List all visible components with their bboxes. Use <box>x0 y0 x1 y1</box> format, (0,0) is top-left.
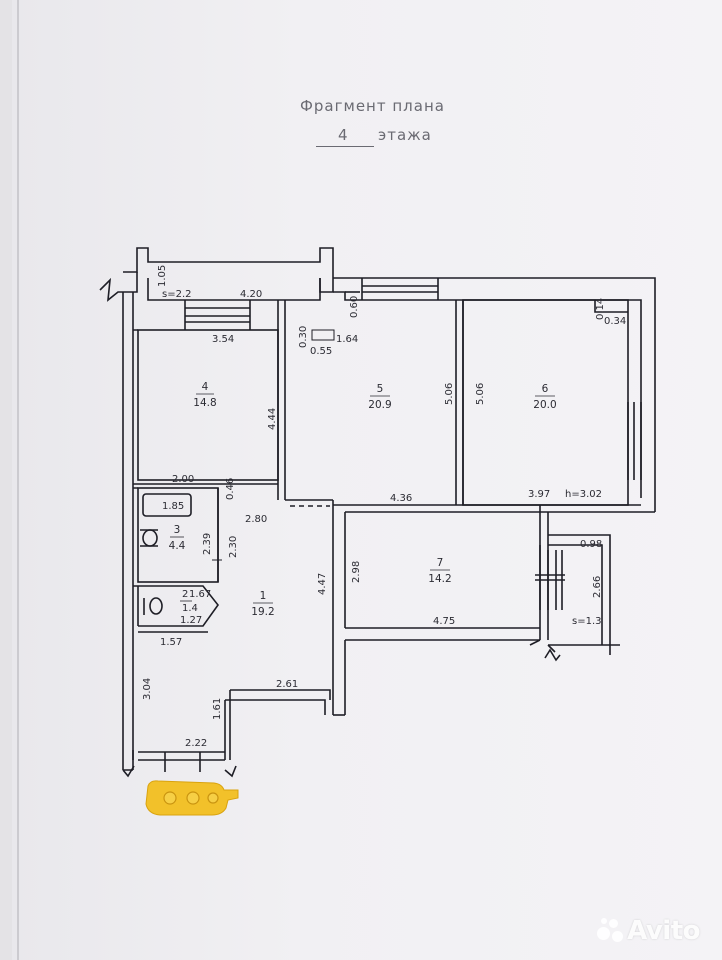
dim-height: h=3.02 <box>565 489 602 500</box>
avito-logo-icon <box>597 917 624 943</box>
dim-wc-127: 1.27 <box>180 615 202 626</box>
room-6-area: 20.0 <box>533 399 556 411</box>
floor-word: этажа <box>378 126 432 144</box>
room-3-no: 3 <box>174 524 181 536</box>
dim-r4-046: 0.46 <box>225 478 236 500</box>
paper-sheet <box>12 0 722 960</box>
room-6-no: 6 <box>542 383 549 395</box>
dim-entry-w: 2.22 <box>185 738 207 749</box>
dim-r6-bottom: 3.97 <box>528 489 550 500</box>
room-labels: 4 14.8 5 20.9 6 20.0 7 14.2 3 4.4 1 19.2… <box>169 381 557 618</box>
dim-balcony-s: s=2.2 <box>162 289 192 300</box>
room-4-no: 4 <box>202 381 209 393</box>
plan-title: Фрагмент плана <box>300 97 445 115</box>
avito-watermark: Avito <box>597 916 700 946</box>
dimension-labels: 1.05 s=2.2 4.20 3.54 4.44 2.00 0.46 0.30… <box>142 265 626 749</box>
dim-hall-447: 4.47 <box>317 573 328 595</box>
floor-underline <box>316 146 374 147</box>
room-4-area: 14.8 <box>193 397 216 409</box>
dim-loggia-w: 0.98 <box>580 539 602 550</box>
dim-r5-side: 5.06 <box>444 383 455 405</box>
dim-balcony-h: 1.05 <box>157 265 168 287</box>
room-7-no: 7 <box>437 557 444 569</box>
dim-r5-055: 0.55 <box>310 346 332 357</box>
room-7-area: 14.2 <box>428 573 451 585</box>
wc-area: 1.4 <box>182 603 198 614</box>
dim-hall-280: 2.80 <box>245 514 267 525</box>
yellow-clip-object <box>145 780 239 816</box>
dim-r4-top: 3.54 <box>212 334 234 345</box>
dim-balcony-w: 4.20 <box>240 289 262 300</box>
dim-r5-164: 1.64 <box>336 334 358 345</box>
dim-hall-161: 1.61 <box>212 698 223 720</box>
dim-r6-side: 5.06 <box>475 383 486 405</box>
dim-bath-239: 2.39 <box>202 533 213 555</box>
r5-niche <box>311 329 335 341</box>
dim-r5-030: 0.30 <box>298 326 309 348</box>
dim-hall-261: 2.61 <box>276 679 298 690</box>
dim-wc-167: 1.67 <box>189 589 211 600</box>
dim-r7-bottom: 4.75 <box>433 616 455 627</box>
room-5-area: 20.9 <box>368 399 391 411</box>
dim-r5-bottom: 4.36 <box>390 493 412 504</box>
room-3-area: 4.4 <box>169 540 186 552</box>
dim-r7-side: 2.98 <box>351 561 362 583</box>
plan-header: Фрагмент плана 4 этажа <box>0 0 722 160</box>
wc-no: 2 <box>182 589 188 600</box>
room-5-no: 5 <box>377 383 384 395</box>
room-1-no: 1 <box>260 590 267 602</box>
dim-hall-304: 3.04 <box>142 678 153 700</box>
dim-r6-014: 0.14 <box>595 298 606 320</box>
dim-r6-034: 0.34 <box>604 316 626 327</box>
dim-hall-230: 2.30 <box>228 536 239 558</box>
walls <box>99 247 656 778</box>
room-1-area: 19.2 <box>251 606 274 618</box>
dim-loggia-s: s=1.3 <box>572 616 602 627</box>
dim-hall-157: 1.57 <box>160 637 182 648</box>
dim-bath-w: 1.85 <box>162 501 184 512</box>
dim-loggia-h: 2.66 <box>592 576 603 598</box>
floor-number: 4 <box>338 126 348 144</box>
avito-text: Avito <box>627 916 700 946</box>
dim-r5-060: 0.60 <box>349 296 360 318</box>
dim-r4-bottom: 2.00 <box>172 474 194 485</box>
dim-r4-side: 4.44 <box>267 408 278 430</box>
